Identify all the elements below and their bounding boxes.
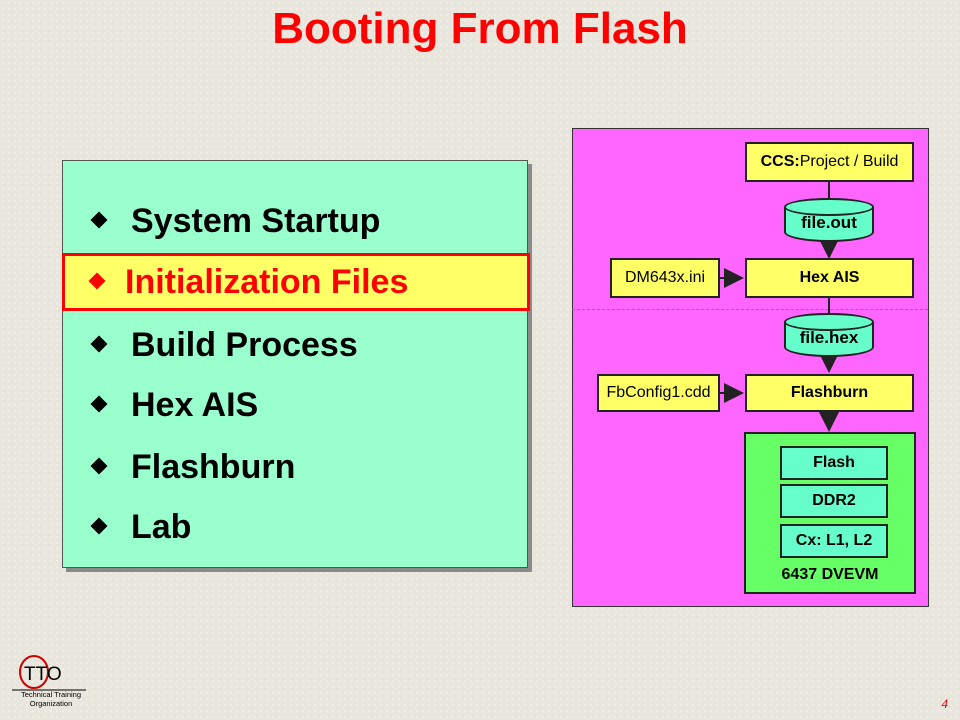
agenda-item-build-process: Build Process bbox=[63, 325, 527, 365]
agenda-item-hex-ais: Hex AIS bbox=[63, 385, 527, 425]
cache-chip: Cx: L1, L2 bbox=[780, 524, 888, 558]
hex-ais-label: Hex AIS bbox=[799, 269, 860, 286]
agenda-item-system-startup: System Startup bbox=[63, 201, 527, 241]
logo-subtitle: Technical Training Organization bbox=[14, 690, 88, 708]
agenda-item-lab: Lab bbox=[63, 507, 527, 547]
agenda-item-label: Lab bbox=[131, 507, 192, 546]
agenda-item-label: Build Process bbox=[131, 325, 358, 364]
agenda-item-flashburn: Flashburn bbox=[63, 447, 527, 487]
dvevm-board: Flash DDR2 Cx: L1, L2 6437 DVEVM bbox=[744, 432, 916, 594]
agenda-item-label: Flashburn bbox=[131, 447, 296, 486]
hex-ais-box: Hex AIS bbox=[745, 258, 914, 298]
logo-subtitle-line1: Technical Training bbox=[20, 690, 82, 699]
agenda-item-initialization-files: Initialization Files bbox=[62, 253, 530, 311]
agenda-panel: System Startup Initialization Files Buil… bbox=[62, 160, 530, 568]
flashburn-box: Flashburn bbox=[745, 374, 914, 412]
ccs-project-build-label: Project / Build bbox=[799, 153, 899, 170]
flash-chip-label: Flash bbox=[813, 454, 855, 471]
agenda-item-label: System Startup bbox=[131, 201, 381, 240]
file-out-cylinder: file.out bbox=[784, 198, 874, 242]
page-number: 4 bbox=[941, 696, 949, 711]
flash-chip: Flash bbox=[780, 446, 888, 480]
tto-logo-icon bbox=[12, 655, 86, 691]
slide-title: Booting From Flash bbox=[272, 4, 688, 53]
file-hex-cylinder: file.hex bbox=[784, 313, 874, 357]
ini-file-box: DM643x.ini bbox=[610, 258, 720, 298]
logo-text: TTO bbox=[24, 664, 62, 685]
agenda-item-label: Hex AIS bbox=[131, 385, 259, 424]
flashburn-label: Flashburn bbox=[790, 384, 869, 401]
ini-file-label: DM643x.ini bbox=[624, 269, 706, 286]
ccs-label: CCS: bbox=[760, 153, 800, 170]
cache-chip-label: Cx: L1, L2 bbox=[795, 532, 873, 549]
board-label: 6437 DVEVM bbox=[781, 566, 879, 583]
file-hex-label: file.hex bbox=[799, 328, 859, 347]
cdd-file-box: FbConfig1.cdd bbox=[597, 374, 720, 412]
file-out-label: file.out bbox=[801, 213, 857, 232]
dashed-divider bbox=[572, 309, 928, 310]
agenda-item-label: Initialization Files bbox=[125, 262, 409, 301]
ddr2-chip-label: DDR2 bbox=[812, 492, 856, 509]
ccs-project-build-box: CCS: Project / Build bbox=[745, 142, 914, 182]
ddr2-chip: DDR2 bbox=[780, 484, 888, 518]
cdd-file-label: FbConfig1.cdd bbox=[606, 384, 711, 401]
logo-subtitle-line2: Organization bbox=[29, 699, 73, 708]
